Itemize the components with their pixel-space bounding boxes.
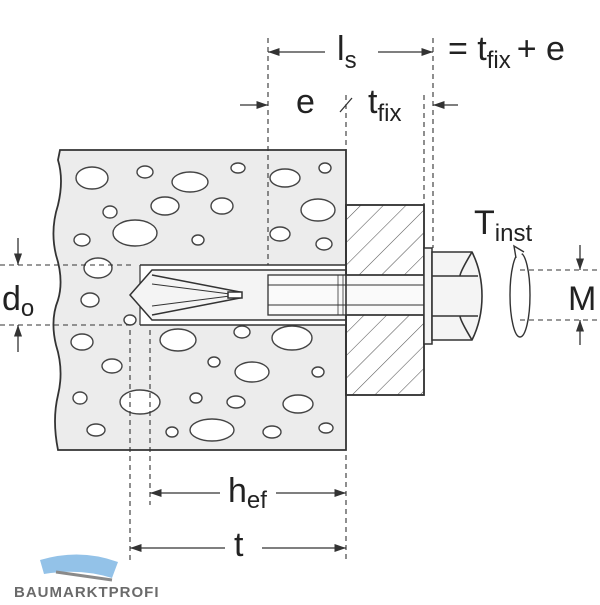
label-ls-equation: = tfix+ e (448, 30, 565, 74)
washer (423, 247, 433, 345)
extension-lines (0, 38, 600, 560)
label-ls: ls (337, 30, 357, 74)
label-tfix: tfix (368, 83, 401, 127)
label-tinst: Tinst (474, 204, 532, 247)
label-e: e (296, 83, 315, 121)
torque-rotation-icon (509, 244, 531, 338)
fixture-plate (345, 204, 425, 396)
bolt-shaft (267, 274, 427, 316)
label-t: t (234, 526, 244, 564)
label-hef: hef (228, 472, 267, 514)
baumarktprofi-logo: BAUMARKTPROFI (14, 554, 160, 601)
logo-text: BAUMARKTPROFI (14, 584, 160, 600)
hex-nut (431, 251, 483, 341)
label-m: M (568, 280, 596, 318)
label-d0: do (2, 280, 34, 322)
dimension-arrows (13, 47, 585, 553)
